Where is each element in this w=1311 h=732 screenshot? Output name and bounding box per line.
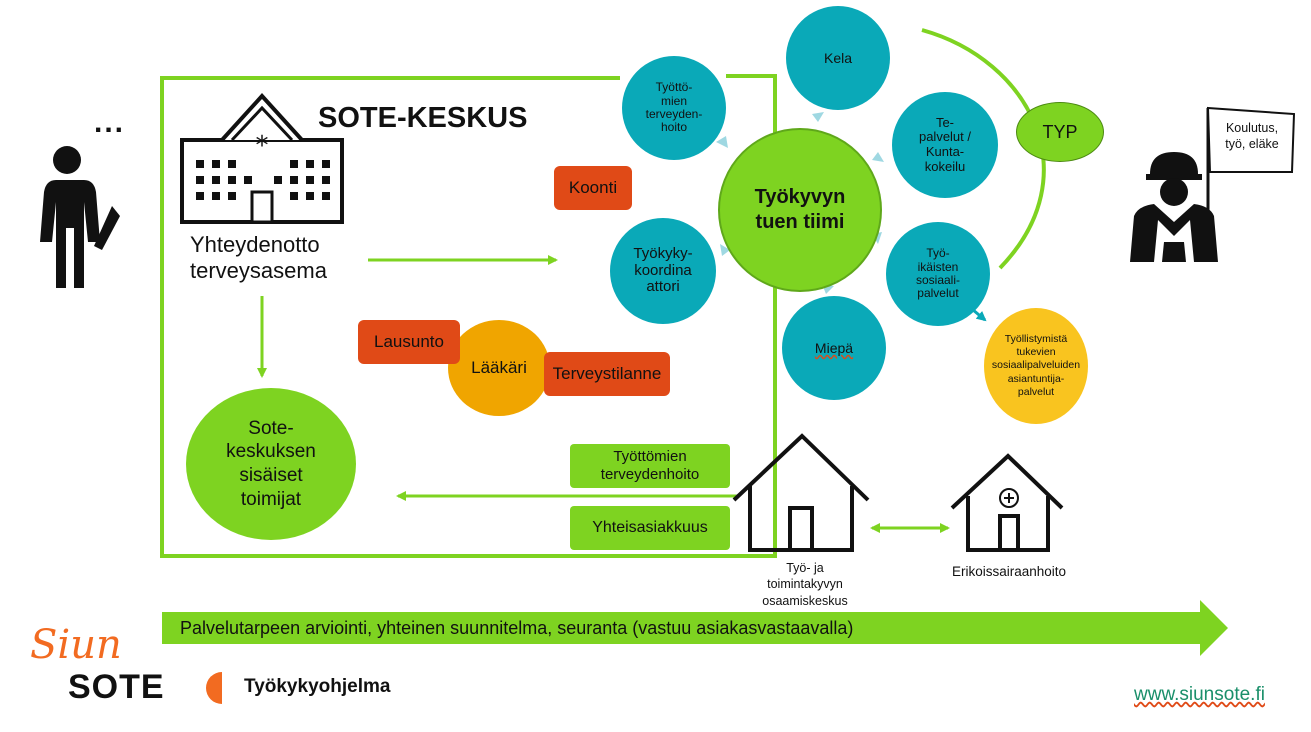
team-center-circle: Työkyvyn tuen tiimi	[718, 128, 882, 292]
koonti-box: Koonti	[554, 166, 632, 210]
lausunto-box: Lausunto	[358, 320, 460, 364]
yhteisasiakkuus-label: Yhteisasiakkuus	[592, 519, 708, 536]
siun-script-logo: Siun	[30, 622, 122, 668]
typ-circle: TYP	[1016, 102, 1104, 162]
tyottomien-terveydenhoito-box: Työttömien terveydenhoito	[570, 444, 730, 488]
satellite-tepalvelut: Te- palvelut / Kunta- kokeilu	[892, 92, 998, 198]
typ-label: TYP	[1042, 121, 1078, 142]
terveystilanne-label: Terveystilanne	[552, 364, 662, 383]
erikoissairaanhoito-label: Erikoissairaanhoito	[951, 564, 1067, 579]
satellite-tyoikaisten: Työ- ikäisten sosiaali- palvelut	[886, 222, 990, 326]
cycle-arrow-2	[812, 112, 824, 122]
cycle-arrow-3	[872, 152, 884, 162]
asiantuntija-label: Työllistymistä tukevien sosiaalipalvelui…	[991, 333, 1081, 398]
tyokykyohjelma-logo-icon	[206, 672, 222, 704]
satellite-tyottomien: Työttö- mien terveyden- hoito	[622, 56, 726, 160]
satellite-koordinaattori: Työkyky- koordina attori	[610, 218, 716, 324]
person-thought-dots: ...	[94, 106, 126, 139]
satellite-tyottomien-label: Työttö- mien terveyden- hoito	[645, 80, 703, 135]
bottom-arrow-shape	[162, 600, 1228, 656]
person-icon	[40, 146, 120, 288]
satellite-tyoikaisten-label: Työ- ikäisten sosiaali- palvelut	[915, 246, 960, 301]
flag-label: Koulutus, työ, eläke	[1225, 121, 1279, 152]
satellite-miepa: Miepä	[782, 296, 886, 400]
bottom-arrow-label: Palvelutarpeen arviointi, yhteinen suunn…	[180, 618, 854, 638]
cycle-arrow-1	[716, 136, 728, 148]
laakari-label: Lääkäri	[471, 358, 527, 377]
satellite-koordinaattori-label: Työkyky- koordina attori	[633, 244, 693, 296]
internal-actors-label: Sote- keskuksen sisäiset toimijat	[226, 417, 316, 510]
osaamiskeskus-house-icon	[732, 433, 870, 552]
svg-text:*: *	[256, 131, 269, 161]
koonti-label: Koonti	[568, 178, 618, 197]
worker-icon	[1130, 106, 1296, 262]
laakari-circle: Lääkäri	[448, 320, 550, 416]
website-link[interactable]: www.siunsote.fi	[1134, 684, 1265, 705]
cycle-arrow-6	[720, 244, 730, 256]
team-center-label: Työkyvyn tuen tiimi	[754, 186, 846, 233]
asiantuntija-circle: Työllistymistä tukevien sosiaalipalvelui…	[984, 308, 1088, 424]
building-icon: *	[180, 93, 344, 224]
tyottomien-terveydenhoito-label: Työttömien terveydenhoito	[600, 448, 700, 483]
sote-keskus-title: SOTE-KESKUS	[318, 102, 528, 134]
sote-frame-top-right	[726, 74, 777, 140]
osaamiskeskus-label: Työ- ja toimintakyvyn osaamiskeskus	[762, 561, 848, 608]
satellite-kela: Kela	[786, 6, 890, 110]
contact-text: Yhteydenotto terveysasema	[190, 232, 327, 284]
internal-actors-circle: Sote- keskuksen sisäiset toimijat	[186, 388, 356, 540]
yhteisasiakkuus-box: Yhteisasiakkuus	[570, 506, 730, 550]
erikois-house-icon	[950, 453, 1064, 552]
lausunto-label: Lausunto	[374, 332, 444, 351]
tyokykyohjelma-logo: Työkykyohjelma	[244, 676, 391, 697]
satellite-tepalvelut-label: Te- palvelut / Kunta- kokeilu	[918, 114, 972, 174]
sote-logo: SOTE	[68, 668, 165, 706]
satellite-kela-label: Kela	[823, 50, 853, 66]
terveystilanne-box: Terveystilanne	[544, 352, 670, 396]
satellite-miepa-label: Miepä	[814, 340, 854, 356]
